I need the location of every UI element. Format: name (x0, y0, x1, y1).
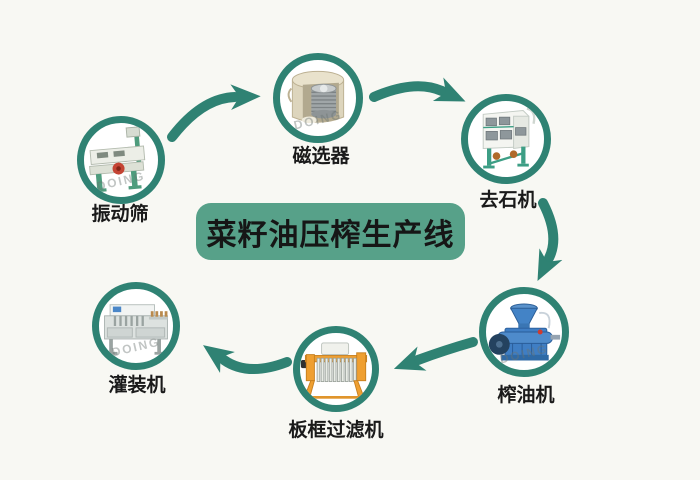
node-oil-press: DOING (479, 287, 569, 377)
oil-press-icon (488, 303, 561, 361)
node-filling-machine: DOING (92, 282, 180, 370)
destoner-icon (482, 107, 536, 169)
arrow-destoner-to-oil-press (537, 198, 563, 282)
label-magnetic-separator: 磁选器 (292, 146, 350, 167)
node-vibrating-screen: DOING (77, 116, 165, 204)
filling-machine-icon (104, 304, 168, 355)
label-oil-press: 榨油机 (497, 385, 555, 406)
magnetic-separator-icon (287, 70, 345, 124)
arrow-oil-press-to-filter-press (393, 337, 478, 371)
arrow-magnetic-separator-to-destoner (369, 77, 466, 102)
label-destoner: 去石机 (479, 190, 537, 211)
node-destoner: DOING (461, 94, 551, 184)
vibrating-screen-icon (89, 126, 146, 193)
arrow-vibrating-screen-to-magnetic-separator (167, 84, 261, 142)
label-vibrating-screen: 振动筛 (91, 204, 149, 225)
page-title: 菜籽油压榨生产线 (206, 218, 455, 252)
node-filter-press: DOING (293, 326, 379, 412)
title-banner: 菜籽油压榨生产线 (196, 203, 465, 260)
label-filling-machine: 灌装机 (108, 375, 166, 396)
label-filter-press: 板框过滤机 (288, 420, 384, 441)
arrow-filter-press-to-filling-machine (203, 345, 292, 375)
node-magnetic-separator: DOING (273, 53, 363, 143)
filter-press-icon (300, 342, 368, 399)
